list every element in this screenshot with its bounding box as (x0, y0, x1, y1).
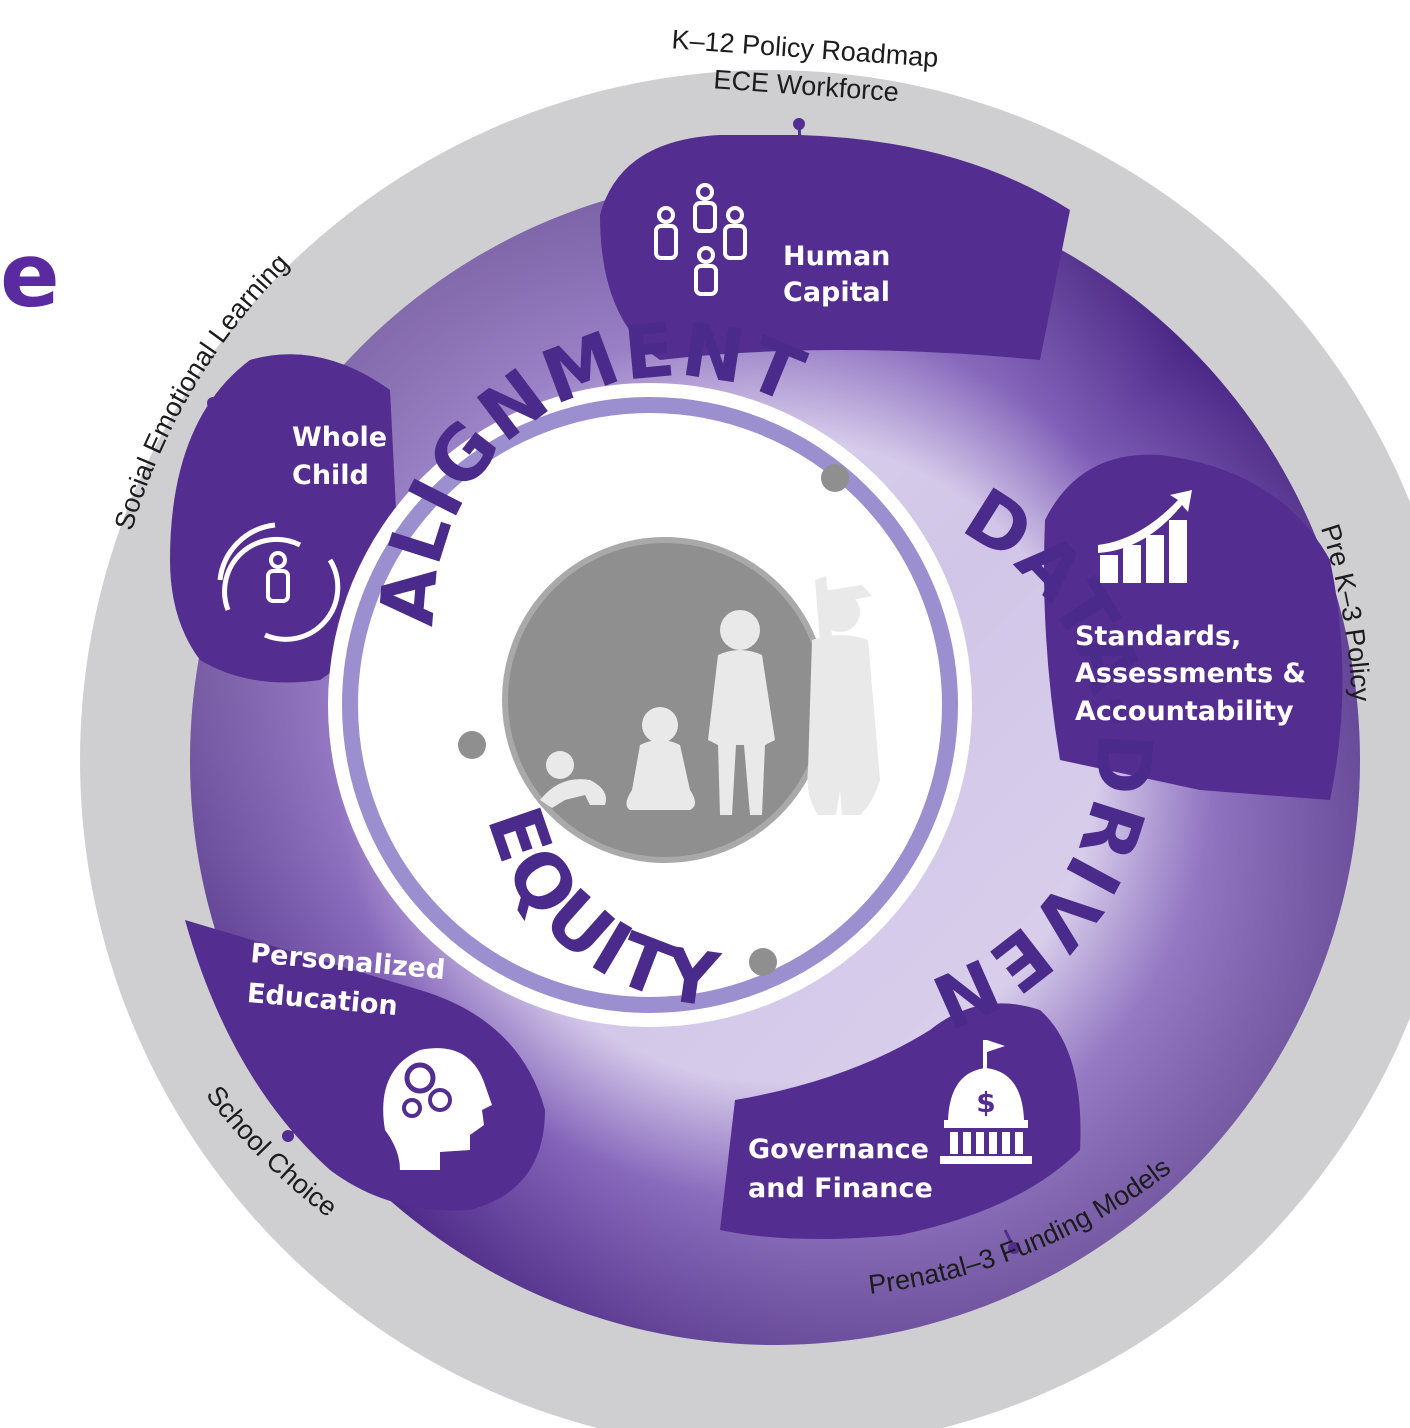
growth-silhouettes-icon (540, 576, 880, 815)
ring-dot (821, 464, 849, 492)
connector-k12 (793, 118, 805, 143)
pillar-governance-line1: Governance (748, 1134, 929, 1165)
pillar-whole-child-line2: Child (292, 460, 369, 491)
edge-text-fragment: e (0, 224, 60, 327)
svg-text:Whole Child: Whole Child (292, 422, 397, 491)
ring-dot (749, 948, 777, 976)
svg-text:Governance and Finance: Governance and Finance (748, 1134, 938, 1204)
pillar-governance-line2: and Finance (748, 1173, 933, 1204)
child-swirl-icon (217, 522, 341, 642)
head-gears-icon (383, 1048, 492, 1170)
lobe-human-capital (600, 135, 1070, 360)
bar-chart-up-icon (1098, 490, 1192, 583)
svg-text:$: $ (976, 1086, 995, 1119)
connector-school-choice (282, 1124, 301, 1142)
svg-text:Human Capital: Human Capital (783, 241, 900, 308)
svg-text:Standards, Assessments &: Standards, Assessments & Accountability (1075, 621, 1316, 727)
connector-prenatal (1003, 1229, 1020, 1254)
people-group-icon (654, 183, 747, 296)
capitol-dollar-icon: $ (940, 1040, 1032, 1164)
connector-sel (207, 397, 231, 415)
outer-label-k12-roadmap: K–12 Policy Roadmap (671, 24, 940, 73)
pillar-standards-line2: Assessments & (1075, 658, 1306, 689)
connector-prek3 (1287, 608, 1309, 620)
ring-dot (458, 731, 486, 759)
pillar-standards-line1: Standards, (1075, 621, 1241, 652)
pillar-whole-child-line1: Whole (292, 422, 387, 453)
pillar-standards-line3: Accountability (1075, 696, 1294, 727)
pillar-human-capital-line1: Human (783, 241, 890, 272)
inner-ring-border (342, 397, 958, 1013)
pillar-human-capital-line2: Capital (783, 277, 890, 308)
lobe-governance (720, 1003, 1081, 1239)
